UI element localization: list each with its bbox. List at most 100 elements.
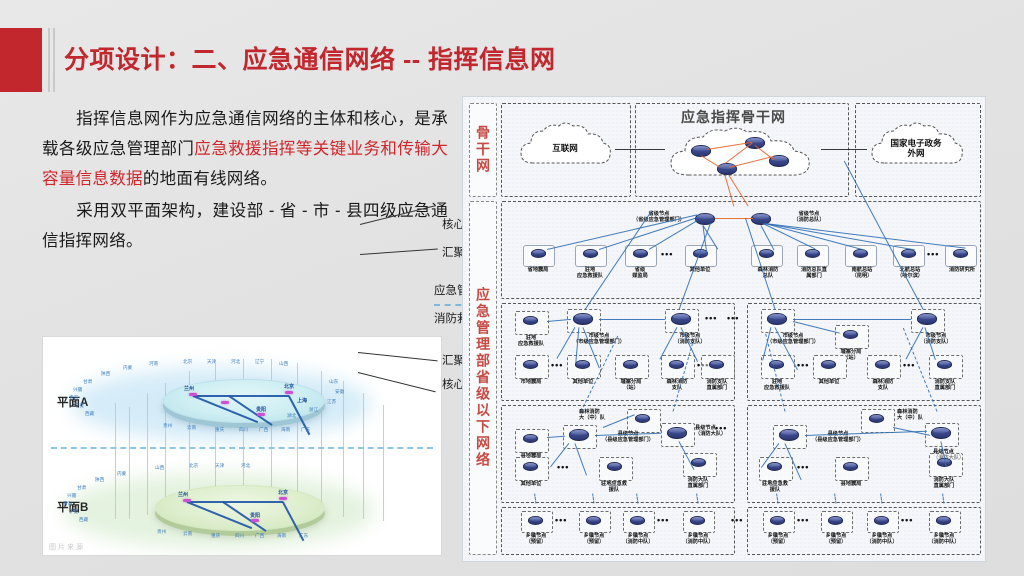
provincial-child-router bbox=[633, 249, 648, 258]
city-child-router bbox=[623, 360, 638, 369]
backbone-cloud-icon bbox=[663, 127, 819, 185]
county-group-ellipsis: ••• bbox=[715, 423, 728, 433]
province-label: 青海 bbox=[69, 395, 79, 400]
plane-strut bbox=[321, 371, 322, 515]
county-hub-fire-router bbox=[667, 427, 687, 439]
province-label: 山东 bbox=[329, 379, 339, 384]
egovnet-cloud-label: 国家电子政务 外网 bbox=[890, 138, 942, 158]
core-node-label: 上海 bbox=[297, 398, 308, 404]
plane-strut bbox=[383, 405, 384, 521]
province-label: 广东 bbox=[299, 533, 309, 538]
dual-plane-figure: 兰州 北京 贵阳 上海 兰州 北京 贵阳 平面A 平面B 甘肃 bbox=[42, 336, 442, 556]
province-label: 西藏 bbox=[79, 517, 89, 522]
province-label: 贵州 bbox=[157, 529, 167, 534]
core-node-label: 北京 bbox=[284, 384, 295, 390]
city-child-box bbox=[813, 355, 847, 379]
side-band-subprovincial: 应急管理部省级以下网络 bbox=[469, 201, 497, 555]
township-node-label: 乡镇节点 （预留） bbox=[767, 533, 789, 546]
city-child-router bbox=[875, 360, 890, 369]
core-hub-marker bbox=[257, 413, 265, 417]
provincial-child-router bbox=[805, 249, 820, 258]
city-child-label: 其他单位 bbox=[572, 379, 594, 385]
backbone-router bbox=[769, 155, 789, 167]
provincial-child-router bbox=[901, 249, 916, 258]
core-hub-marker bbox=[189, 393, 197, 397]
province-label: 宁夏 bbox=[69, 509, 79, 514]
county-child-label: 消防大队 直属部门 bbox=[687, 477, 709, 490]
county-child-router bbox=[691, 458, 706, 467]
city-hub-fire-label: 市级节点 （消防支队） bbox=[674, 333, 706, 346]
internet-cloud-label: 互联网 bbox=[552, 143, 578, 153]
province-label: 河南 bbox=[149, 361, 159, 366]
core-link bbox=[193, 395, 289, 397]
province-label: 北京 bbox=[183, 359, 193, 364]
plane-b-label: 平面B bbox=[57, 502, 89, 514]
township-zone-left bbox=[501, 507, 735, 555]
county-top-node-label: 森林消防 大（中）队 bbox=[579, 409, 605, 422]
city-child-label: 堰塞分局 （站） bbox=[620, 379, 642, 392]
provincial-child-label: 南航总站 （昆明） bbox=[851, 267, 873, 280]
header-rule-2 bbox=[53, 28, 55, 92]
township-node-label: 乡镇节点 （预留） bbox=[525, 533, 547, 546]
slide-header: 分项设计：二、应急通信网络 -- 指挥信息网 bbox=[0, 28, 1024, 92]
city-hub-interlink bbox=[599, 319, 665, 320]
township-router bbox=[630, 516, 645, 525]
plane-strut bbox=[271, 359, 272, 511]
figure-watermark: 图片来源 bbox=[49, 544, 85, 551]
city-child-label: 森林消防 支队 bbox=[666, 379, 688, 392]
core-link bbox=[187, 501, 283, 503]
internet-zone bbox=[501, 103, 631, 197]
county-child-label: 驻地应急救 援队 bbox=[601, 481, 627, 494]
provincial-hub-fire-label: 省级节点 （消防总队） bbox=[793, 211, 825, 224]
provincial-child-router bbox=[853, 249, 868, 258]
city-hub-fire-router bbox=[917, 313, 937, 325]
province-label: 安徽 bbox=[335, 389, 345, 394]
core-node-label: 贵阳 bbox=[250, 513, 261, 519]
province-label: 陕西 bbox=[95, 477, 105, 482]
province-label: 广西 bbox=[255, 533, 265, 538]
page-title: 分项设计：二、应急通信网络 -- 指挥信息网 bbox=[64, 46, 556, 74]
paragraph-2: 采用双平面架构，建设部 - 省 - 市 - 县四级应急通信指挥网络。 bbox=[42, 196, 448, 256]
dual-plane-canvas: 兰州 北京 贵阳 上海 兰州 北京 贵阳 平面A 平面B 甘肃 bbox=[43, 337, 441, 555]
provincial-child-label: 森林消防 总队 bbox=[757, 267, 779, 280]
province-label: 湖北 bbox=[287, 413, 297, 418]
provincial-child-label: 省级 媒监局 bbox=[632, 267, 648, 280]
provincial-child-router bbox=[953, 249, 968, 258]
city-side-node-label: 驻地 应急救援队 bbox=[518, 335, 544, 348]
province-label: 北京 bbox=[189, 463, 199, 468]
province-label: 海南 bbox=[277, 533, 287, 538]
township-router bbox=[770, 516, 785, 525]
county-child-router bbox=[607, 462, 622, 471]
province-label: 辽宁 bbox=[255, 359, 265, 364]
county-child-label: 驻地应急救 援队 bbox=[762, 481, 788, 494]
province-label: 云南 bbox=[183, 531, 193, 536]
county-child-box bbox=[929, 453, 963, 477]
province-label: 甘肃 bbox=[77, 485, 87, 490]
provincial-hub-fire bbox=[751, 213, 771, 225]
county-hub-main-router bbox=[569, 429, 589, 441]
core-hub-marker bbox=[221, 401, 229, 405]
provincial-child-label: 驻地 应急救援队 bbox=[577, 267, 603, 280]
province-label: 西藏 bbox=[85, 411, 95, 416]
township-node-label: 乡镇节点 （预留） bbox=[825, 533, 847, 546]
township-node-label: 乡镇节点 （预留） bbox=[583, 533, 605, 546]
township-node-label: 乡镇节点 （消防中队） bbox=[622, 533, 654, 546]
provincial-child-label: 北航总站 （哈尔滨） bbox=[897, 267, 923, 280]
township-ellipsis: ••• bbox=[901, 515, 914, 525]
egovnet-cloud-icon: 国家电子政务 外网 bbox=[865, 121, 967, 177]
plane-strut bbox=[243, 359, 244, 511]
city-zone-right bbox=[747, 303, 981, 401]
provincial-ellipsis: ••• bbox=[927, 249, 940, 259]
province-label: 宁夏 bbox=[75, 403, 85, 408]
plane-strut bbox=[129, 407, 130, 519]
internet-cloud-icon: 互联网 bbox=[515, 121, 615, 177]
provincial-hub-emergency-label: 省级节点 （省级应急管理部门） bbox=[633, 211, 685, 224]
paragraph-1-tail: 的地面有线网络。 bbox=[142, 170, 278, 188]
province-label: 兴疆 bbox=[67, 493, 77, 498]
province-label: 海南 bbox=[281, 427, 291, 432]
city-hub-main-router bbox=[767, 313, 787, 325]
city-child-router bbox=[821, 360, 836, 369]
province-label: 内蒙 bbox=[117, 471, 127, 476]
county-child-router bbox=[523, 462, 538, 471]
county-child-label: 县地震局 bbox=[840, 481, 862, 487]
